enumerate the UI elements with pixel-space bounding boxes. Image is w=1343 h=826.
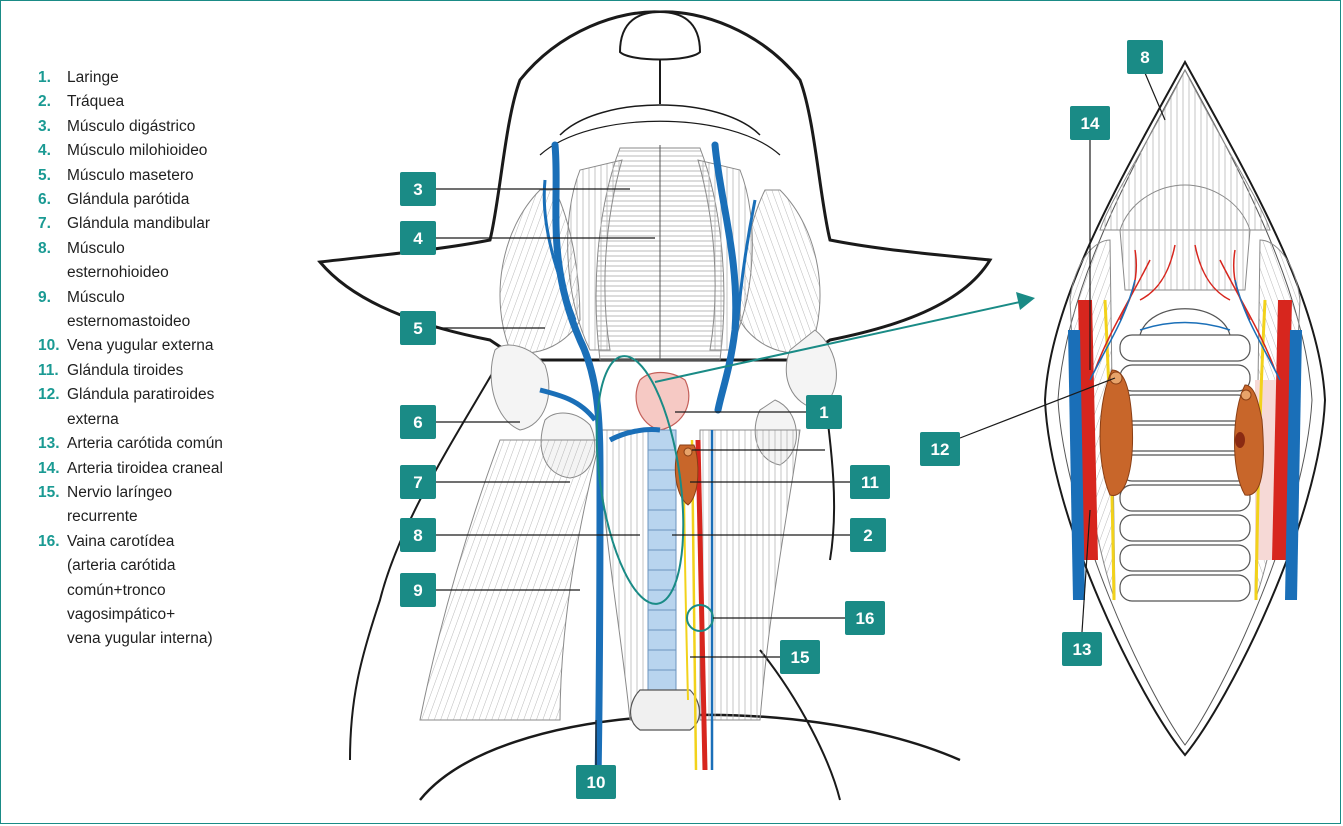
badge-8: 8	[400, 518, 436, 552]
sternum	[631, 690, 700, 730]
svg-text:6: 6	[413, 413, 422, 432]
svg-text:9: 9	[413, 581, 422, 600]
trachea	[648, 430, 676, 690]
snout	[620, 12, 700, 60]
badge-16: 16	[845, 601, 885, 635]
parathyroid-gland	[684, 448, 692, 456]
svg-text:4: 4	[413, 229, 423, 248]
badge-7: 7	[400, 465, 436, 499]
badge-4: 4	[400, 221, 436, 255]
svg-text:14: 14	[1081, 114, 1100, 133]
badge-12: 12	[920, 432, 960, 466]
badge-13-inset: 13	[1062, 632, 1102, 666]
badge-1: 1	[806, 395, 842, 429]
inset-parathyroid-right	[1241, 390, 1251, 400]
svg-text:7: 7	[413, 473, 422, 492]
svg-text:13: 13	[1073, 640, 1092, 659]
svg-text:2: 2	[863, 526, 872, 545]
svg-text:15: 15	[791, 648, 810, 667]
badge-9: 9	[400, 573, 436, 607]
badge-6: 6	[400, 405, 436, 439]
svg-text:5: 5	[413, 319, 422, 338]
badge-14-inset: 14	[1070, 106, 1110, 140]
inset-trachea	[1120, 335, 1250, 601]
svg-text:3: 3	[413, 180, 422, 199]
inset-thyroid-left	[1100, 370, 1132, 496]
badge-8-inset: 8	[1127, 40, 1163, 74]
sternomastoid-right	[700, 430, 800, 720]
svg-text:12: 12	[931, 440, 950, 459]
svg-text:1: 1	[819, 403, 828, 422]
badge-3: 3	[400, 172, 436, 206]
svg-text:11: 11	[861, 473, 879, 492]
inset-pointer-arrowhead	[1016, 292, 1035, 310]
badge-10: 10	[576, 765, 616, 799]
svg-text:16: 16	[856, 609, 875, 628]
badge-11: 11	[850, 465, 890, 499]
badge-2: 2	[850, 518, 886, 552]
inset-parathyroid-left	[1110, 372, 1122, 384]
svg-text:8: 8	[1140, 48, 1149, 67]
badge-15: 15	[780, 640, 820, 674]
badge-5: 5	[400, 311, 436, 345]
svg-text:8: 8	[413, 526, 422, 545]
svg-text:10: 10	[587, 773, 606, 792]
